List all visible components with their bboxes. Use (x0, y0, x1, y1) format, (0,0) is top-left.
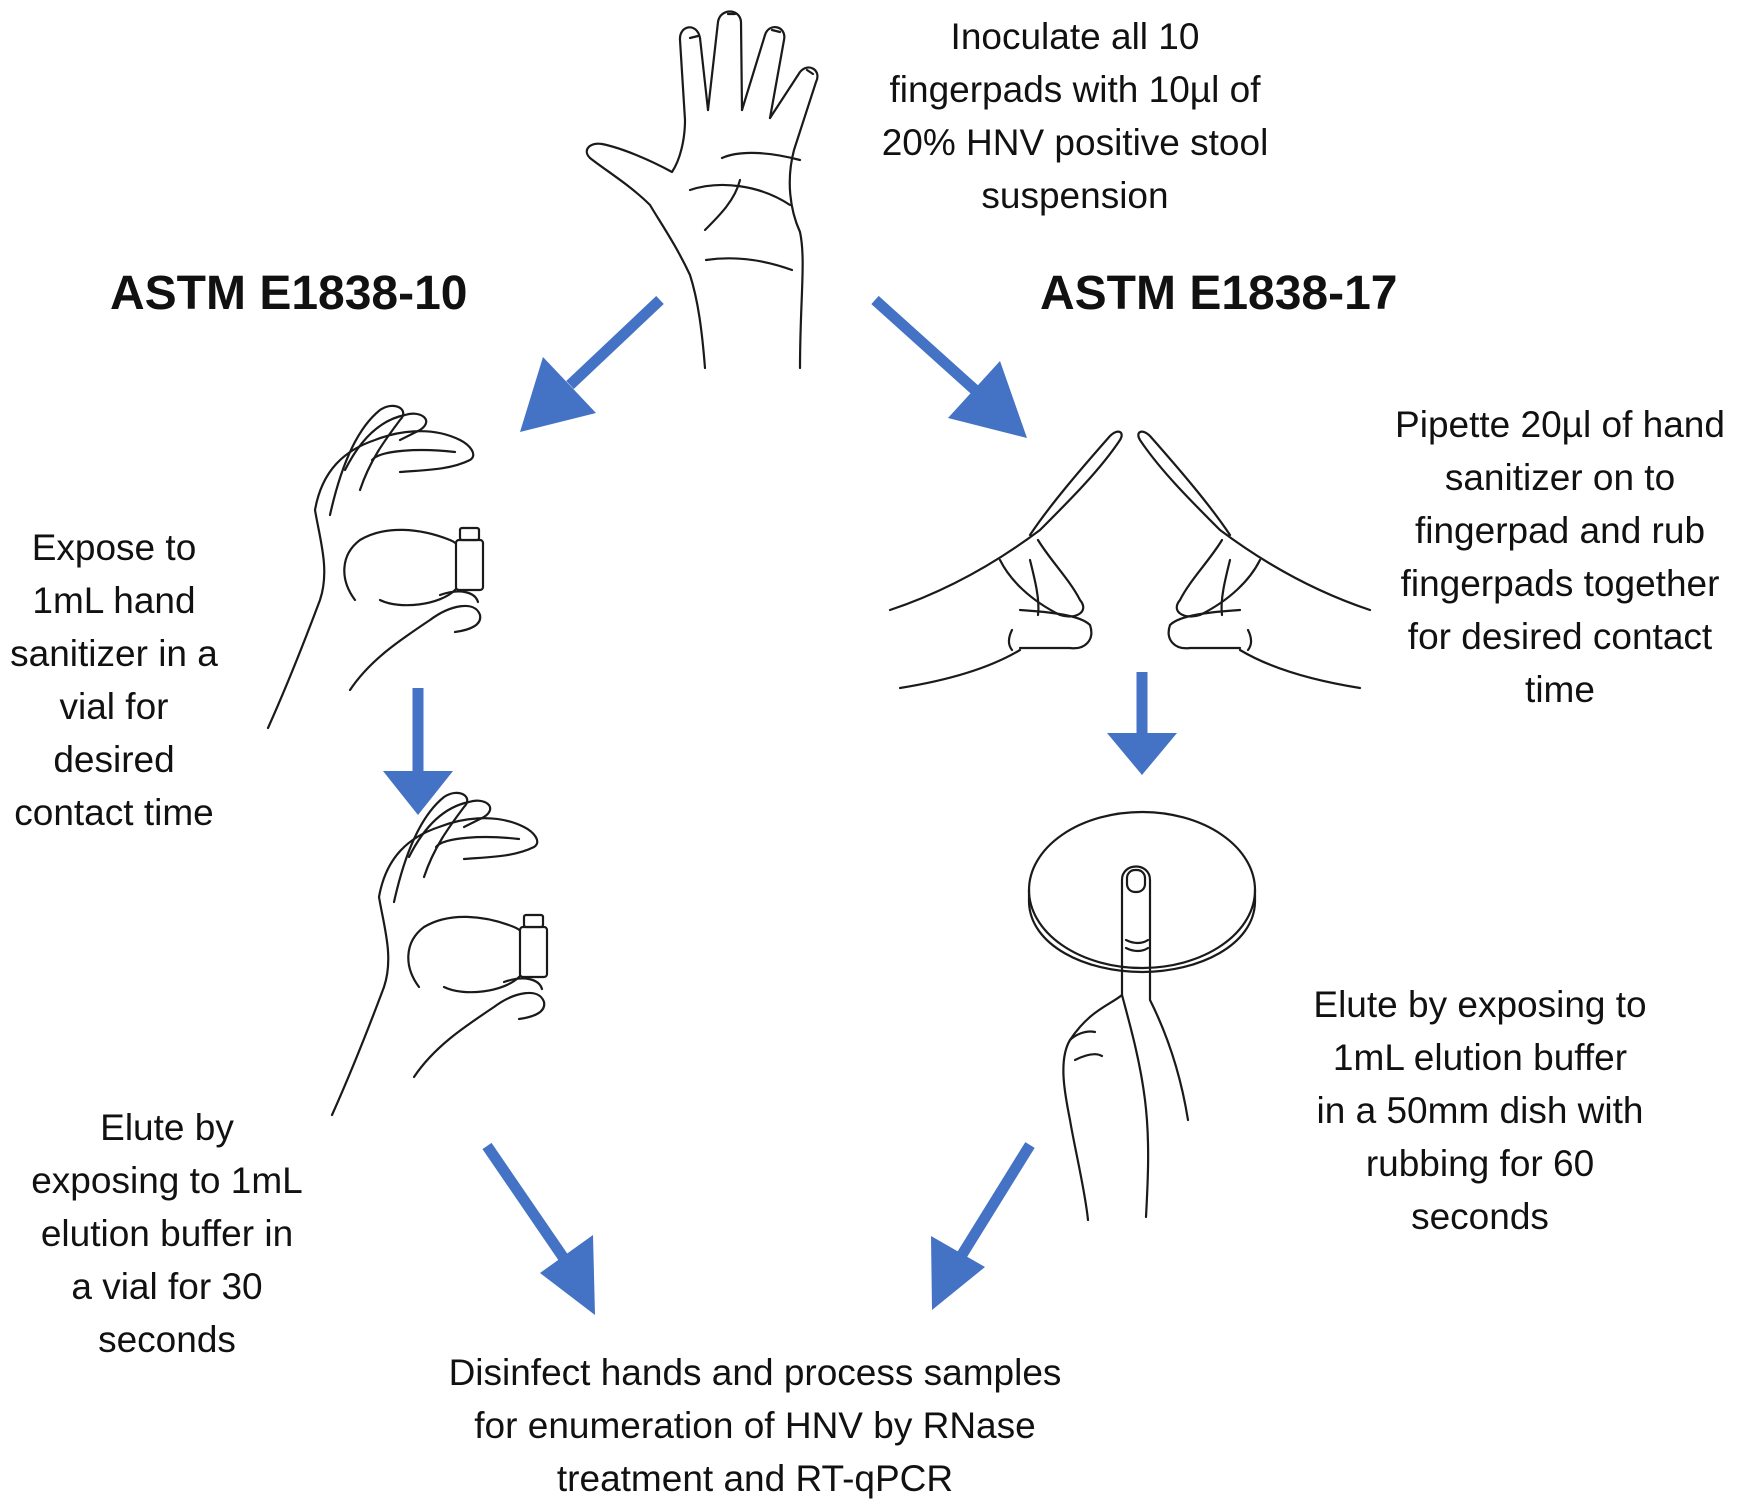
arrow-to-right-step1 (871, 295, 1027, 438)
left-branch-heading: ASTM E1838-10 (110, 267, 468, 320)
open-hand-icon (585, 10, 819, 370)
right-step2-text: Elute by exposing to 1mL elution buffer … (1313, 984, 1647, 1237)
arrow-right-to-final (931, 1142, 1035, 1310)
fingers-rubbing-icon (888, 430, 1372, 690)
right-branch-heading: ASTM E1838-17 (1040, 267, 1398, 320)
hand-holding-vial-icon (266, 404, 485, 730)
arrow-right-down (1107, 672, 1177, 775)
arrow-left-down (383, 688, 453, 815)
hand-holding-vial-icon (330, 791, 549, 1117)
left-step1-text: Expose to 1mL hand sanitizer in a vial f… (10, 527, 218, 833)
left-step2-text: Elute by exposing to 1mL elution buffer … (31, 1107, 303, 1360)
right-step1-text: Pipette 20µl of hand sanitizer on to fin… (1395, 404, 1725, 710)
final-step-text: Disinfect hands and process samples for … (448, 1352, 1062, 1499)
finger-in-dish-icon (1027, 810, 1257, 1222)
arrow-to-left-step1 (520, 296, 664, 432)
arrow-left-to-final (482, 1142, 595, 1315)
inoculate-step-text: Inoculate all 10 fingerpads with 10µl of… (881, 16, 1269, 216)
